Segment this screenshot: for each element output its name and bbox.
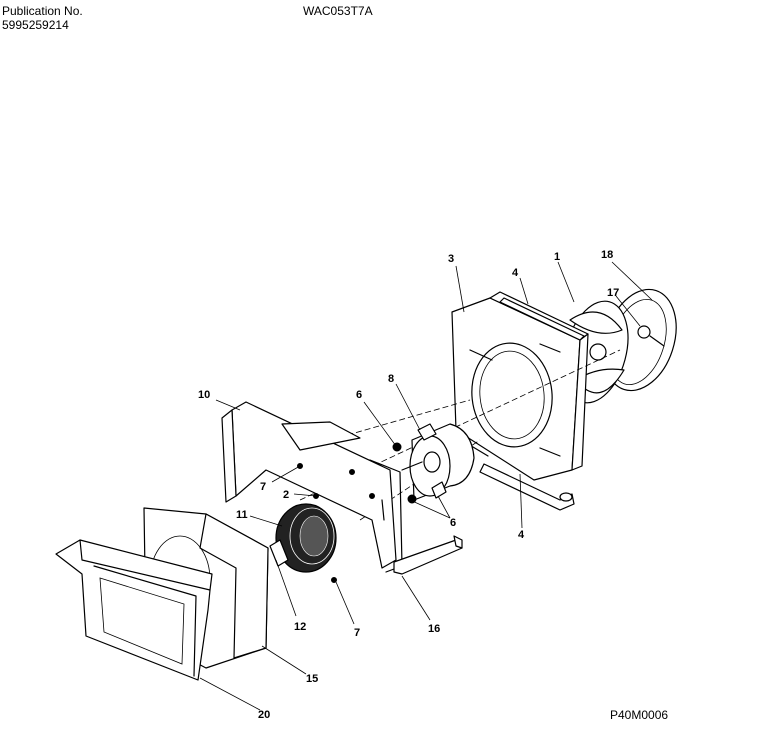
- callout-10: 10: [198, 389, 210, 401]
- callout-17: 17: [607, 287, 619, 299]
- callout-4-upper: 4: [512, 267, 519, 279]
- part-front-frame: [55, 539, 213, 681]
- part-lower-bracket: [479, 463, 575, 511]
- callout-12: 12: [294, 621, 306, 633]
- callout-2: 2: [283, 489, 289, 501]
- part-screw-lower: [407, 494, 417, 504]
- part-clip: [393, 535, 463, 575]
- model-number: WAC053T7A: [303, 4, 373, 18]
- callout-7-upper: 7: [260, 481, 266, 493]
- callout-11: 11: [236, 509, 248, 521]
- drawing-code: P40M0006: [610, 708, 669, 722]
- part-nut: [637, 325, 665, 347]
- part-blower-wheel: [269, 503, 337, 573]
- callout-15: 15: [306, 673, 318, 685]
- callout-8: 8: [388, 373, 394, 385]
- callout-4-lower: 4: [518, 529, 525, 541]
- callout-6-upper: 6: [356, 389, 362, 401]
- callout-7-lower: 7: [354, 627, 360, 639]
- publication-label: Publication No.: [2, 4, 83, 18]
- callout-3: 3: [448, 253, 454, 265]
- callout-6-lower: 6: [450, 517, 456, 529]
- part-set-screw: [331, 577, 337, 583]
- callout-20: 20: [258, 709, 270, 721]
- publication-number: 5995259214: [2, 18, 69, 32]
- callout-16: 16: [428, 623, 440, 635]
- part-motor-mount: [221, 401, 403, 573]
- callout-18: 18: [601, 249, 613, 261]
- part-fan-motor: [401, 423, 475, 501]
- part-upper-bracket: [499, 297, 585, 341]
- leader-lines: [199, 261, 653, 711]
- callout-1: 1: [554, 251, 560, 263]
